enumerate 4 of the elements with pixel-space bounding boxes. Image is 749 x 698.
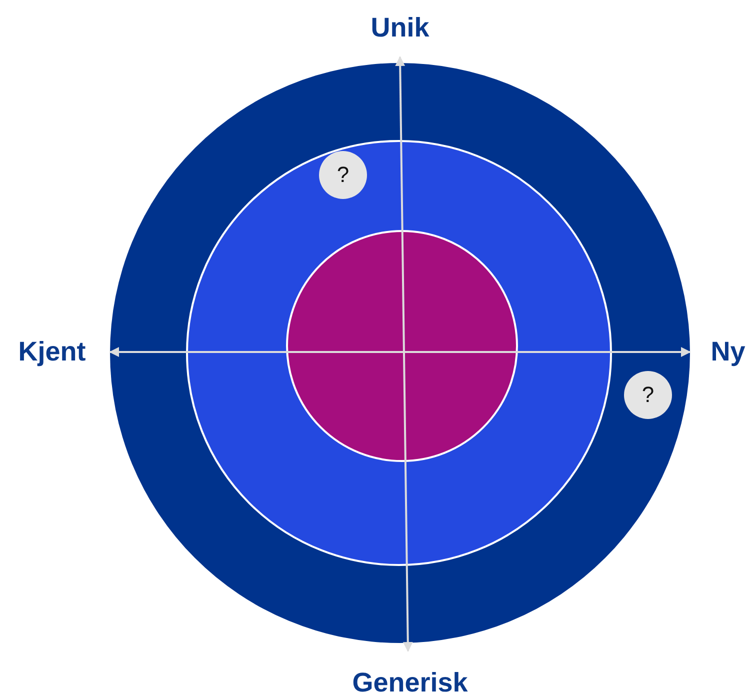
- axis-label: Kjent: [18, 336, 86, 368]
- axis-label: Ny: [710, 336, 746, 368]
- axis-label: Unik: [370, 12, 430, 44]
- axis-label: Generisk: [352, 668, 468, 698]
